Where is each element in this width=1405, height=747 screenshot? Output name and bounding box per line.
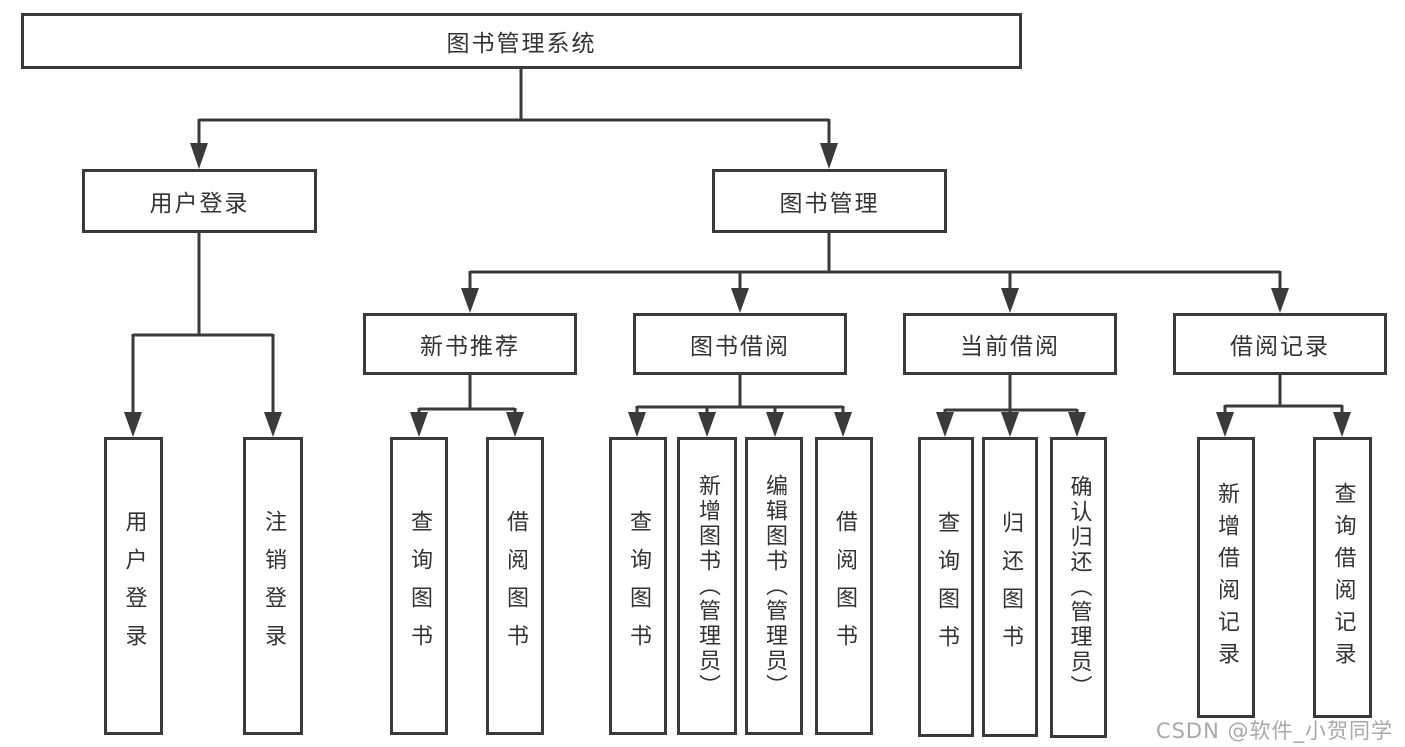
leaf-user-login-label: 用户登录 (121, 510, 147, 662)
connector-root-split (197, 69, 831, 146)
leaf-recommend-query-book: 查询图书 (390, 437, 448, 735)
connector-current-split (943, 375, 1079, 414)
arrow-leaf-n1 (410, 412, 428, 437)
node-borrow-records-label: 借阅记录 (1230, 334, 1330, 360)
leaf-edit-book-admin-label: 编辑图书（管理员） (762, 473, 787, 699)
node-new-book-recommend-label: 新书推荐 (420, 334, 520, 360)
arrow-to-current (1001, 288, 1019, 313)
node-current-borrow: 当前借阅 (903, 313, 1117, 375)
node-new-book-recommend: 新书推荐 (363, 313, 577, 375)
arrow-leaf-c1 (936, 412, 954, 437)
leaf-query-borrow-record: 查询借阅记录 (1313, 437, 1372, 718)
connector-records-split (1223, 375, 1344, 414)
node-current-borrow-label: 当前借阅 (960, 334, 1060, 360)
arrow-to-newbook (461, 288, 479, 313)
arrow-leaf-u2 (264, 412, 282, 437)
leaf-logout: 注销登录 (243, 437, 303, 735)
leaf-add-book-admin: 新增图书（管理员） (677, 437, 737, 735)
node-root-label: 图书管理系统 (446, 31, 597, 57)
arrow-leaf-c2 (1001, 412, 1019, 437)
leaf-confirm-return-admin: 确认归还（管理员） (1050, 437, 1107, 738)
leaf-borrow-query-book: 查询图书 (609, 437, 667, 735)
arrow-leaf-b1 (628, 412, 646, 437)
arrow-to-borrow (731, 288, 749, 313)
arrow-leaf-c3 (1068, 412, 1086, 437)
leaf-add-book-admin-label: 新增图书（管理员） (695, 473, 720, 699)
leaf-return-book: 归还图书 (982, 437, 1038, 737)
arrow-leaf-b4 (834, 412, 852, 437)
leaf-current-query-book: 查询图书 (918, 437, 974, 737)
node-root-system: 图书管理系统 (21, 13, 1022, 69)
node-book-management-label: 图书管理 (779, 191, 880, 217)
leaf-recommend-borrow-book-label: 借阅图书 (503, 510, 528, 662)
leaf-user-login: 用户登录 (104, 437, 163, 735)
arrow-to-user-login (190, 143, 208, 169)
leaf-return-book-label: 归还图书 (998, 511, 1023, 663)
arrowheads (124, 143, 1351, 437)
leaf-recommend-borrow-book: 借阅图书 (486, 437, 544, 735)
arrow-leaf-r2 (1333, 412, 1351, 437)
leaf-borrow-query-book-label: 查询图书 (626, 510, 651, 662)
leaf-logout-label: 注销登录 (261, 510, 286, 662)
connector-bookmgmt-split (468, 233, 1282, 291)
leaf-current-query-book-label: 查询图书 (934, 511, 959, 663)
arrow-leaf-n2 (506, 412, 524, 437)
connector-borrow-split (635, 375, 845, 414)
node-book-management-module: 图书管理 (712, 169, 947, 233)
leaf-add-borrow-record: 新增借阅记录 (1197, 437, 1255, 718)
node-user-login-label: 用户登录 (149, 191, 250, 217)
node-user-login-module: 用户登录 (82, 169, 317, 233)
arrow-leaf-u1 (124, 412, 142, 437)
connector-newbook-split (417, 375, 517, 414)
leaf-query-borrow-record-label: 查询借阅记录 (1330, 481, 1356, 674)
arrow-leaf-r1 (1216, 412, 1234, 437)
leaf-confirm-return-admin-label: 确认归还（管理员） (1066, 475, 1092, 700)
node-borrow-records: 借阅记录 (1173, 313, 1387, 375)
csdn-watermark: CSDN @软件_小贺同学 (1155, 719, 1393, 743)
leaf-recommend-query-book-label: 查询图书 (407, 510, 432, 662)
leaf-borrow-book: 借阅图书 (815, 437, 873, 735)
arrow-to-book-mgmt (820, 143, 838, 169)
leaf-edit-book-admin: 编辑图书（管理员） (745, 437, 803, 735)
connector-userlogin-split (131, 233, 275, 414)
arrow-to-records (1271, 288, 1289, 313)
arrow-leaf-b2 (698, 412, 716, 437)
leaf-borrow-book-label: 借阅图书 (832, 510, 857, 662)
node-book-borrow: 图书借阅 (633, 313, 847, 375)
node-book-borrow-label: 图书借阅 (690, 334, 790, 360)
leaf-add-borrow-record-label: 新增借阅记录 (1214, 481, 1239, 674)
arrow-leaf-b3 (766, 412, 784, 437)
